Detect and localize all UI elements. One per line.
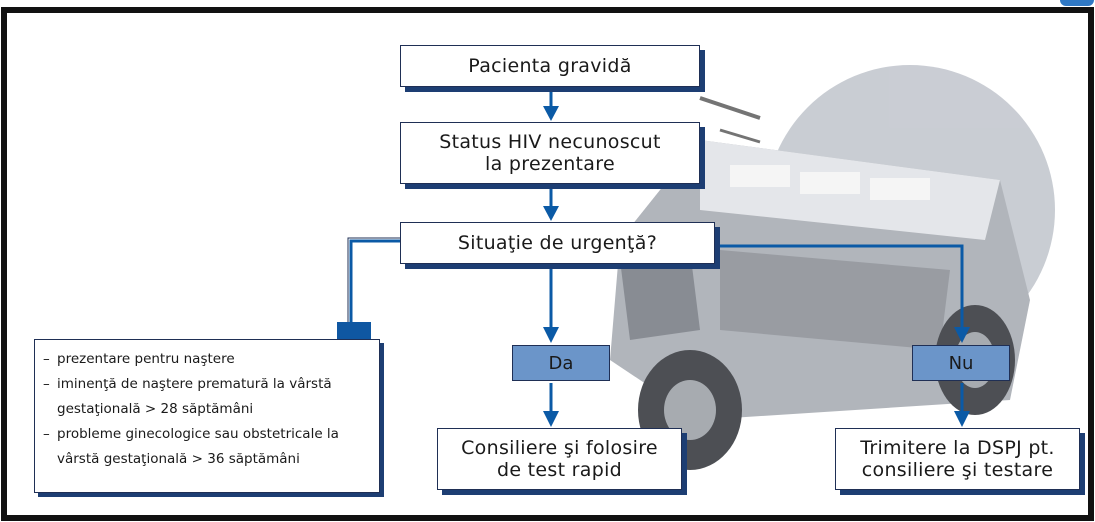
arrow-head bbox=[543, 206, 559, 221]
question-box: Situaţie de urgenţă? bbox=[400, 222, 715, 264]
criteria-item: probleme ginecologice sau obstetricale l… bbox=[43, 422, 379, 472]
arrow-head bbox=[543, 106, 559, 121]
no-tag: Nu bbox=[912, 345, 1010, 381]
no-action-box: Trimitere la DSPJ pt. consiliere şi test… bbox=[835, 428, 1080, 490]
start-label: Pacienta gravidă bbox=[468, 55, 632, 77]
no-action-label: Trimitere la DSPJ pt. consiliere şi test… bbox=[860, 437, 1055, 481]
criteria-box: prezentare pentru naştere iminenţă de na… bbox=[34, 339, 380, 493]
outer-frame bbox=[1, 7, 1094, 521]
status-label: Status HIV necunoscut la prezentare bbox=[439, 131, 661, 175]
criteria-item: prezentare pentru naştere bbox=[43, 347, 379, 372]
corner-decoration bbox=[1060, 0, 1094, 6]
criteria-item: iminenţă de naştere prematură la vârstă … bbox=[43, 372, 379, 422]
criteria-list: prezentare pentru naştere iminenţă de na… bbox=[43, 347, 379, 472]
start-box: Pacienta gravidă bbox=[400, 45, 700, 87]
connector-question-no bbox=[720, 244, 964, 330]
arrow-head bbox=[954, 411, 970, 427]
yes-action-box: Consiliere şi folosire de test rapid bbox=[437, 428, 682, 490]
arrow-head bbox=[954, 327, 970, 343]
no-label: Nu bbox=[948, 352, 974, 374]
connector-question-criteria bbox=[349, 239, 400, 325]
arrow-head bbox=[543, 327, 559, 343]
arrow-head bbox=[543, 411, 559, 427]
connector-question-criteria-outline bbox=[347, 237, 400, 325]
yes-label: Da bbox=[548, 352, 574, 374]
status-box: Status HIV necunoscut la prezentare bbox=[400, 122, 700, 184]
yes-tag: Da bbox=[512, 345, 610, 381]
yes-action-label: Consiliere şi folosire de test rapid bbox=[461, 437, 658, 481]
question-label: Situaţie de urgenţă? bbox=[457, 232, 658, 254]
connectors bbox=[347, 88, 970, 427]
